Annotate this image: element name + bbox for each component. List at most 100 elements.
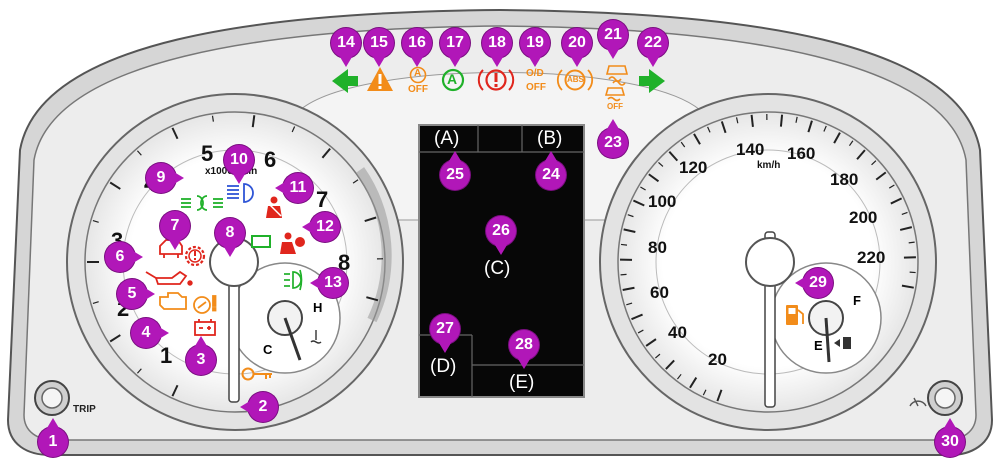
speed-tick [637, 329, 644, 334]
tach-tick [136, 368, 142, 374]
callout-22: 22 [638, 28, 668, 67]
immobilizer-key-icon [241, 367, 272, 381]
speed-tick [899, 226, 913, 231]
speed-tick [833, 132, 841, 144]
fuel-pump-icon [786, 305, 804, 325]
callout-23: 23 [598, 119, 628, 158]
callout-10: 10 [224, 145, 254, 184]
overdrive-off-top: O/D [526, 68, 544, 79]
speed-number-100: 100 [648, 192, 677, 211]
tach-tick [352, 179, 359, 184]
stop-start-off-text: OFF [408, 84, 428, 95]
speed-tick [888, 184, 895, 189]
engine-warning-gear-icon [184, 245, 206, 267]
callout-4: 4 [131, 318, 169, 348]
callout-26: 26 [486, 216, 516, 255]
speed-tick [716, 389, 723, 402]
speed-tick [720, 121, 727, 134]
left-turn-signal-icon [332, 69, 358, 93]
speed-tick [735, 117, 739, 124]
callout-19: 19 [520, 28, 550, 67]
callout-8: 8 [215, 218, 245, 257]
speed-number-180: 180 [830, 170, 859, 189]
brightness-icon [909, 397, 927, 407]
speed-number-40: 40 [668, 323, 687, 342]
display-section-b: (B) [537, 128, 563, 149]
oil-pressure-icon [145, 270, 193, 286]
speed-tick [875, 171, 887, 181]
trip-label: TRIP [73, 404, 96, 415]
speed-number-140: 140 [736, 140, 765, 159]
callout-21: 21 [598, 20, 628, 59]
check-engine-icon [159, 292, 187, 310]
speed-tick [658, 162, 664, 167]
speed-tick [823, 125, 827, 132]
callout-1: 1 [38, 418, 68, 457]
tach-tick [364, 216, 377, 223]
speed-tick [654, 353, 661, 359]
brightness-knob[interactable] [927, 380, 963, 416]
fuel-full-label: F [853, 293, 861, 308]
tach-number-6: 6 [264, 147, 277, 172]
speed-tick [871, 160, 877, 166]
master-warning-icon [367, 67, 393, 91]
callout-12: 12 [302, 212, 340, 242]
stability-control-icon [605, 65, 629, 86]
tach-tick [321, 147, 331, 159]
tach-tick [366, 296, 379, 302]
speed-tick [645, 338, 657, 347]
speed-tick [623, 228, 636, 234]
speed-tick [631, 313, 643, 321]
tach-tick [92, 301, 99, 304]
callout-25: 25 [440, 151, 470, 190]
position-lamp-icon [181, 195, 223, 211]
callout-11: 11 [275, 173, 313, 203]
right-turn-signal-icon [639, 69, 665, 93]
speed-tick [890, 197, 903, 205]
cruise-indicator-icon [251, 235, 271, 248]
callout-28: 28 [509, 330, 539, 369]
speed-tick [626, 302, 633, 306]
brake-warning-icon [477, 69, 515, 91]
tach-tick [291, 126, 296, 133]
speed-tick [622, 286, 635, 291]
tach-tick [251, 115, 256, 128]
seatbelt-warning-icon [266, 196, 282, 218]
trip-knob[interactable] [34, 380, 70, 416]
speed-tick [693, 133, 701, 145]
callout-24: 24 [536, 151, 566, 190]
callout-17: 17 [440, 28, 470, 67]
callout-3: 3 [186, 336, 216, 375]
speed-number-160: 160 [787, 144, 816, 163]
temp-cold-label: C [263, 342, 273, 357]
tach-tick [109, 334, 121, 343]
tach-number-1: 1 [160, 343, 173, 368]
callout-18: 18 [482, 28, 512, 67]
callout-5: 5 [117, 279, 155, 309]
stability-control-off-icon [604, 87, 626, 102]
callout-16: 16 [402, 28, 432, 67]
stability-off-text: OFF [607, 102, 623, 111]
stop-start-off-letter: A [414, 68, 422, 79]
speed-tick [680, 141, 686, 148]
speedometer [599, 93, 937, 431]
speed-tick [676, 373, 682, 380]
speed-number-20: 20 [708, 350, 727, 369]
display-section-d: (D) [430, 356, 457, 377]
callout-6: 6 [105, 242, 143, 272]
display-section-a: (A) [434, 128, 460, 149]
speed-tick [620, 273, 627, 276]
callout-13: 13 [310, 268, 348, 298]
coolant-temp-icon [310, 330, 322, 344]
speed-number-200: 200 [849, 208, 878, 227]
callout-15: 15 [364, 28, 394, 67]
speed-number-80: 80 [648, 238, 667, 257]
tach-tick [136, 150, 142, 156]
temp-hot-label: H [313, 300, 323, 315]
callout-2: 2 [240, 392, 278, 422]
tach-number-8: 8 [338, 250, 351, 275]
callout-30: 30 [935, 418, 965, 457]
battery-warning-icon [194, 319, 216, 336]
door-open-icon [159, 239, 183, 258]
fuel-gauge-pump-icon [834, 337, 851, 349]
